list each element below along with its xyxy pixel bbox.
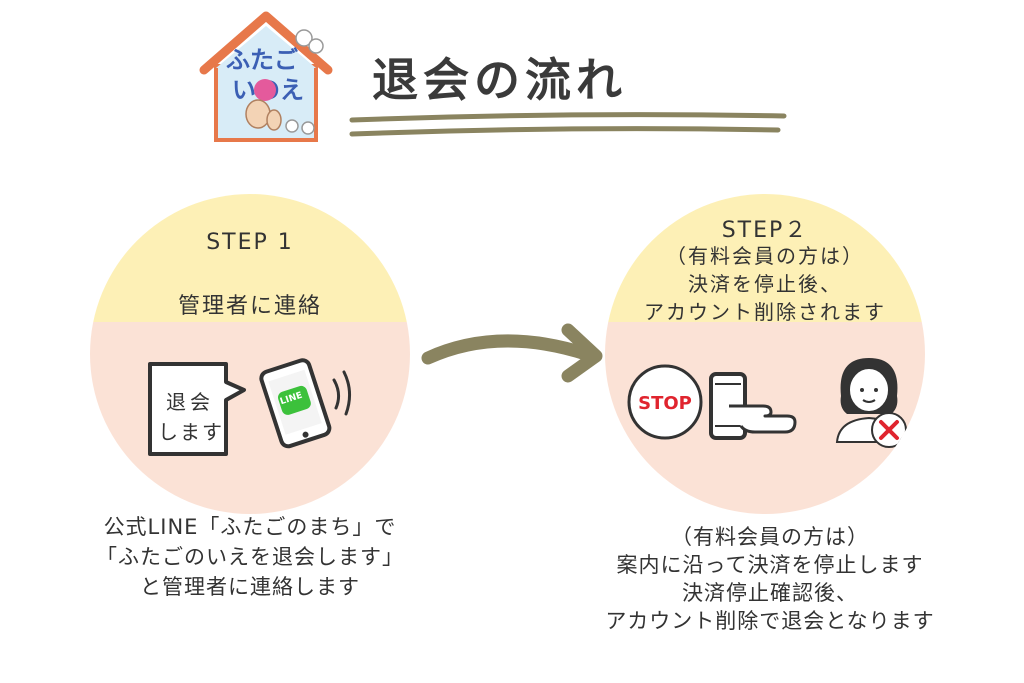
step1-label: STEP 1	[206, 230, 294, 255]
arrow-right-icon	[421, 323, 603, 383]
user-account-icon	[835, 358, 907, 448]
speech-text-line2: します	[158, 420, 224, 444]
step2-caption-line4: アカウント削除で退会となります	[605, 609, 935, 633]
step1-caption-line3: と管理者に連絡します	[140, 575, 360, 599]
speech-bubble	[148, 362, 246, 456]
title-underline	[349, 112, 787, 137]
futago-no-ie-logo: ふたご いのえ	[199, 11, 333, 142]
phone-tap-icon	[709, 372, 797, 440]
step2-heading-line2: 決済を停止後、	[688, 272, 842, 296]
step2-heading-line1: （有料会員の方は）	[666, 244, 864, 268]
step2-circle: STEP２ （有料会員の方は） 決済を停止後、 アカウント削除されます STOP	[605, 194, 925, 514]
speech-text-line1: 退会	[166, 390, 214, 414]
logo-text-line1: ふたご	[226, 46, 298, 74]
smartphone-icon	[259, 358, 351, 449]
stop-sign-icon: STOP	[627, 364, 703, 440]
step2-caption-line1: （有料会員の方は）	[671, 525, 869, 549]
step1-heading: 管理者に連絡	[177, 294, 322, 319]
step2-heading-line3: アカウント削除されます	[644, 300, 886, 324]
stop-label: STOP	[638, 393, 692, 414]
step1-caption-line2: 「ふたごのいえを退会します」	[96, 545, 404, 569]
step2-label: STEP２	[721, 218, 809, 243]
step2-caption-line3: 決済停止確認後、	[682, 581, 858, 605]
page-title: 退会の流れ	[372, 53, 627, 107]
step2-caption-line2: 案内に沿って決済を停止します	[616, 553, 924, 577]
step1-caption-line1: 公式LINE「ふたごのまち」で	[103, 515, 397, 539]
step1-circle: STEP 1 管理者に連絡 退会 します LINE	[90, 194, 410, 514]
